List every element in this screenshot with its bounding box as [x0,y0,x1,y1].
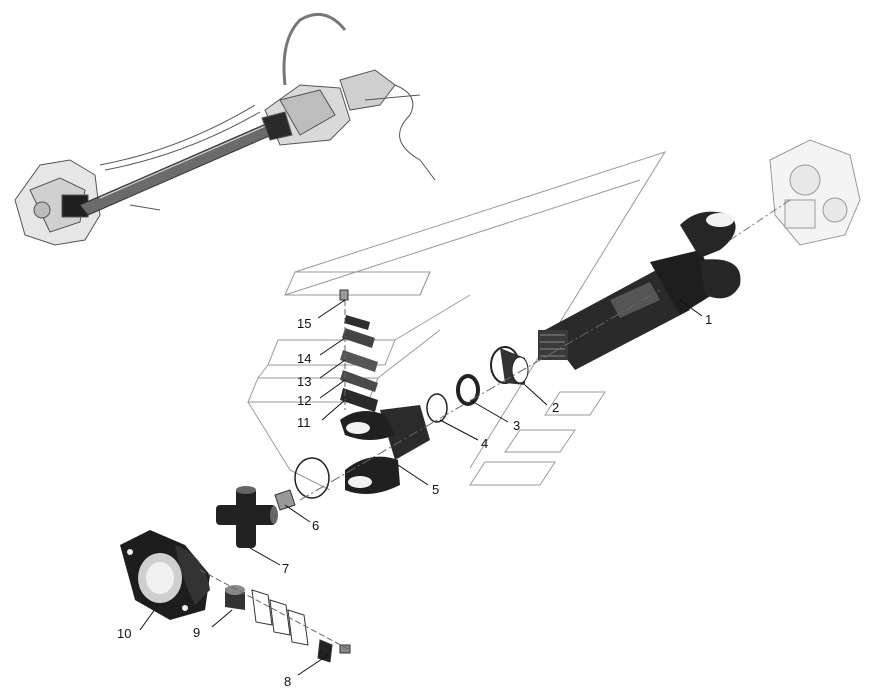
centerline [299,289,661,501]
part-9-bearing-cup [225,585,245,610]
part-10-flange [120,530,210,620]
cable-overview [394,84,436,181]
callout-14: 14 [297,351,311,366]
part-14-lock-plate [342,315,375,348]
part-11-plate [340,388,378,412]
part-4-ring [426,393,448,423]
pipe-overview [282,12,347,86]
callout-8: 8 [284,674,291,689]
callout-15: 15 [297,316,311,331]
propeller-shaft-overview [79,119,284,216]
callout-5: 5 [432,482,439,497]
part-5-sleeve-yoke [340,405,430,494]
callout-4: 4 [481,436,488,451]
part-7-universal-cross [216,486,278,548]
callout-13: 13 [297,374,311,389]
callout-1: 1 [705,312,712,327]
callout-9: 9 [193,625,200,640]
callout-3: 3 [513,418,520,433]
gearbox-overview [261,69,396,146]
callout-10: 10 [117,626,131,641]
leader-lines [139,299,703,676]
part-8-lock-plates [251,589,351,663]
callout-11: 11 [297,415,311,430]
callout-labels: 1 2 3 4 5 6 7 8 9 10 11 12 13 14 15 [117,312,712,689]
part-15-bolt [339,289,349,301]
part-12-gasket [340,370,378,392]
circlip [294,457,330,499]
callout-7: 7 [282,561,289,576]
part-2-bushing [490,346,529,385]
part-3-seal [456,374,480,406]
mating-flange-ghost [769,139,861,246]
part-6-grease-fitting [274,489,296,511]
part-1-splined-yoke [538,211,741,370]
callout-12: 12 [297,393,311,408]
assembly-overview [14,12,436,246]
part-13-cover [340,350,378,372]
callout-6: 6 [312,518,319,533]
callout-2: 2 [552,400,559,415]
rear-axle-block [14,159,101,246]
